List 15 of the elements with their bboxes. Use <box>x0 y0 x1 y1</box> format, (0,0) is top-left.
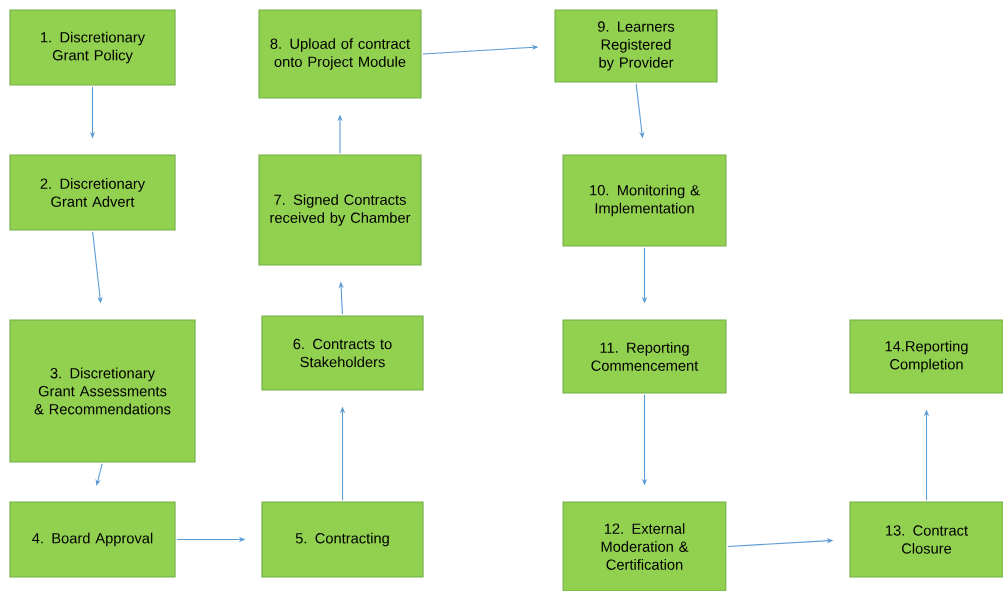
process-box: 3. Discretionary Grant Assessments & Recommendations <box>9 319 196 463</box>
process-box: 10. Monitoring & Implementation <box>562 154 727 247</box>
process-box: 14.Reporting Completion <box>849 319 1003 394</box>
process-box: 7. Signed Contracts received by Chamber <box>258 154 422 266</box>
process-box: 1. Discretionary Grant Policy <box>9 9 176 86</box>
process-box: 4. Board Approval <box>9 501 176 578</box>
process-box: 5. Contracting <box>261 501 424 578</box>
arrow <box>95 463 103 486</box>
process-box: 2. Discretionary Grant Advert <box>9 154 176 231</box>
process-box: 6. Contracts to Stakeholders <box>261 315 424 391</box>
process-box: 13. Contract Closure <box>849 501 1003 578</box>
process-box: 11. Reporting Commencement <box>562 319 727 394</box>
process-box: 9. Learners Registered by Provider <box>554 9 718 83</box>
process-box: 8. Upload of contract onto Project Module <box>258 9 422 99</box>
process-box: 12. External Moderation & Certification <box>562 501 727 591</box>
